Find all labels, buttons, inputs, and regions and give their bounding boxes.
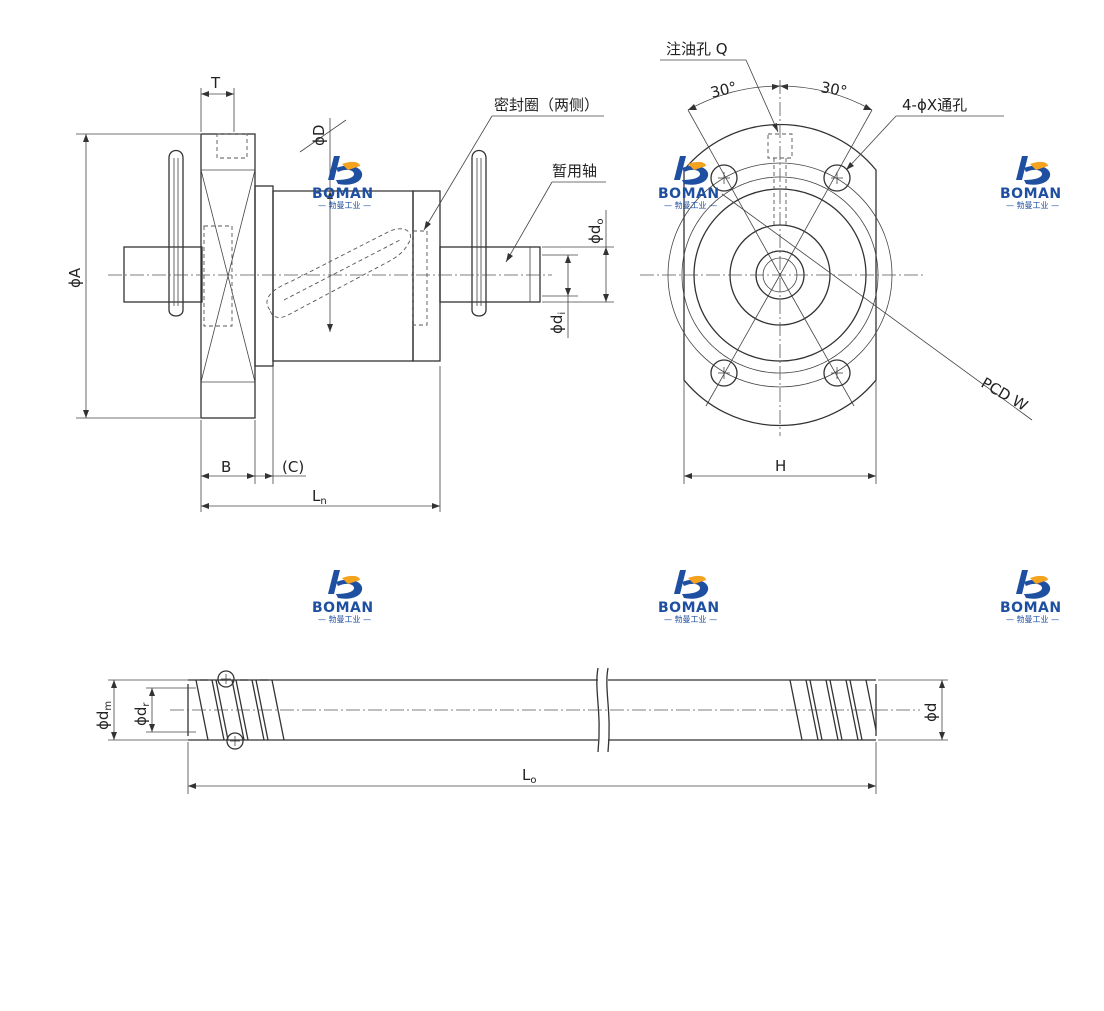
dim-phi-dm-main: ϕd	[94, 711, 112, 730]
watermark-brand: BOMAN	[1000, 186, 1062, 202]
oil-hole-label: 注油孔 Q	[666, 40, 728, 58]
bolt-hole-upper-right	[823, 164, 851, 192]
watermark-brand: BOMAN	[312, 600, 374, 616]
dim-Lo-main: L	[522, 766, 531, 784]
watermark-tagline: — 勃曼工业 —	[664, 614, 717, 624]
side-view-dimensions: 30° 30° 注油孔 Q 4-ϕX通孔 PCD W H	[660, 40, 1033, 484]
watermark-brand: BOMAN	[658, 186, 720, 202]
watermark-brand: BOMAN	[312, 186, 374, 202]
watermark-middle-left: BOMAN — 勃曼工业 —	[312, 570, 374, 624]
watermark-tagline: — 勃曼工业 —	[318, 200, 371, 210]
watermark-tagline: — 勃曼工业 —	[1006, 200, 1059, 210]
dim-phi-dr-main: ϕd	[132, 707, 150, 726]
dim-phi-dm-label: ϕdm	[94, 701, 114, 730]
watermark-tagline: — 勃曼工业 —	[664, 200, 717, 210]
dim-phi-d-label: ϕd	[922, 703, 940, 722]
dim-H-label: H	[775, 457, 786, 475]
watermark-middle-right: BOMAN — 勃曼工业 —	[1000, 570, 1062, 624]
dim-phi-dr-label: ϕdr	[132, 702, 152, 726]
dim-T-label: T	[210, 74, 221, 92]
dim-Ln-sub: n	[320, 496, 326, 507]
temp-shaft-label: 暂用轴	[552, 162, 597, 180]
screw-shaft-view	[170, 667, 920, 753]
dim-Lo-label: Lo	[522, 766, 536, 786]
watermark-top-right: BOMAN — 勃曼工业 —	[1000, 156, 1062, 210]
angle-right-label: 30°	[819, 78, 848, 100]
screw-shaft-dimensions: ϕdm ϕdr ϕd Lo	[94, 679, 948, 794]
watermark-brand: BOMAN	[1000, 600, 1062, 616]
watermark-top-center-left: BOMAN — 勃曼工业 —	[312, 156, 374, 210]
bolt-hole-lower-right	[823, 359, 851, 387]
seal-label: 密封圈（两侧）	[494, 96, 599, 114]
dim-phi-dm-sub: m	[103, 701, 114, 711]
dim-Ln-main: L	[312, 487, 321, 505]
front-view-dimensions: T ϕA ϕD 密封圈（两侧） 暂用轴 ϕdo	[66, 74, 614, 512]
dim-phiD-label: ϕD	[310, 125, 328, 146]
dim-B-label: B	[221, 458, 231, 476]
dim-phi-do-main: ϕd	[586, 225, 604, 244]
dim-Lo-sub: o	[530, 775, 536, 786]
watermark-tagline: — 勃曼工业 —	[1006, 614, 1059, 624]
dim-Ln-label: Ln	[312, 487, 327, 507]
watermark-brand: BOMAN	[658, 600, 720, 616]
dim-phiA-label: ϕA	[66, 267, 84, 288]
dim-phi-di-label: ϕdi	[548, 312, 568, 334]
dim-phi-do-label: ϕdo	[586, 218, 606, 244]
dim-phi-di-main: ϕd	[548, 315, 566, 334]
dim-phi-dr-sub: r	[141, 702, 152, 707]
watermark-top-center: BOMAN — 勃曼工业 —	[658, 156, 720, 210]
bolt-hole-lower-left	[710, 359, 738, 387]
dim-phi-di-sub: i	[557, 312, 568, 315]
watermark-middle-center: BOMAN — 勃曼工业 —	[658, 570, 720, 624]
bolt-hole-upper-left	[710, 164, 738, 192]
front-view	[108, 133, 552, 419]
dim-phi-do-sub: o	[595, 218, 606, 224]
watermark-tagline: — 勃曼工业 —	[318, 614, 371, 624]
dim-C-label: (C)	[282, 458, 304, 476]
angle-left-label: 30°	[709, 78, 739, 102]
through-hole-label: 4-ϕX通孔	[902, 96, 967, 114]
pcd-label: PCD W	[978, 374, 1031, 415]
side-view	[640, 80, 926, 436]
